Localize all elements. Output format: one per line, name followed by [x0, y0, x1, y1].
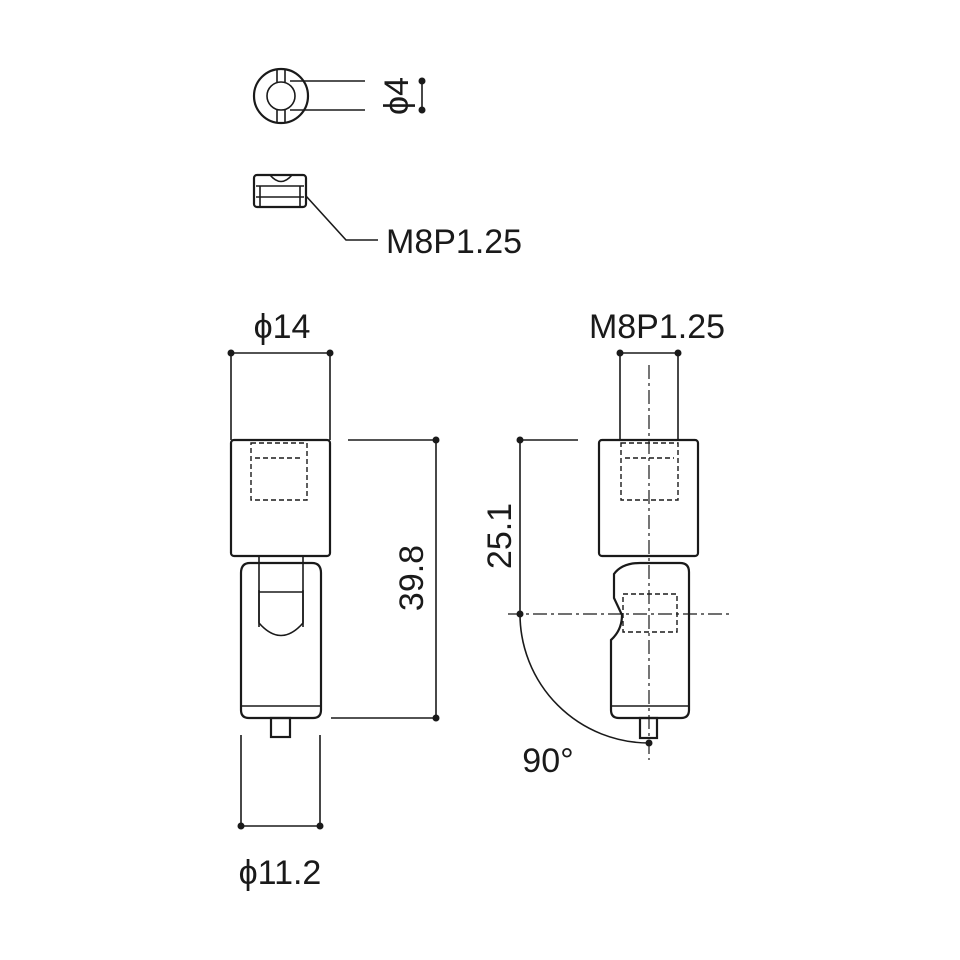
washer-dimension: ϕ4 [290, 77, 426, 115]
bottom-diameter-label: ϕ11.2 [239, 854, 322, 892]
pivot-height-label: 25.1 [481, 503, 519, 569]
bottom-diameter-dimension: ϕ11.2 [237, 735, 324, 892]
right-upper-body [597, 438, 700, 558]
top-diameter-label: ϕ14 [254, 308, 311, 346]
height-dimension: 39.8 [331, 436, 440, 722]
nut-side-view [252, 173, 308, 209]
right-thread-dimension: M8P1.25 [589, 308, 725, 440]
height-label: 39.8 [393, 545, 431, 611]
pivot-height-dimension: 25.1 [481, 436, 578, 618]
angle-label: 90° [522, 742, 573, 780]
washer-top-view [252, 67, 310, 125]
right-thread-label: M8P1.25 [589, 308, 725, 346]
washer-diameter-label: ϕ4 [378, 77, 416, 115]
left-lower-body [239, 561, 323, 739]
top-diameter-dimension: ϕ14 [227, 308, 334, 440]
left-joint [258, 556, 304, 637]
nut-thread-leader: M8P1.25 [305, 195, 522, 261]
left-upper-body [229, 438, 332, 558]
nut-thread-label: M8P1.25 [386, 223, 522, 261]
right-lower-body [609, 561, 691, 740]
rotation-angle: 90° [519, 613, 653, 780]
